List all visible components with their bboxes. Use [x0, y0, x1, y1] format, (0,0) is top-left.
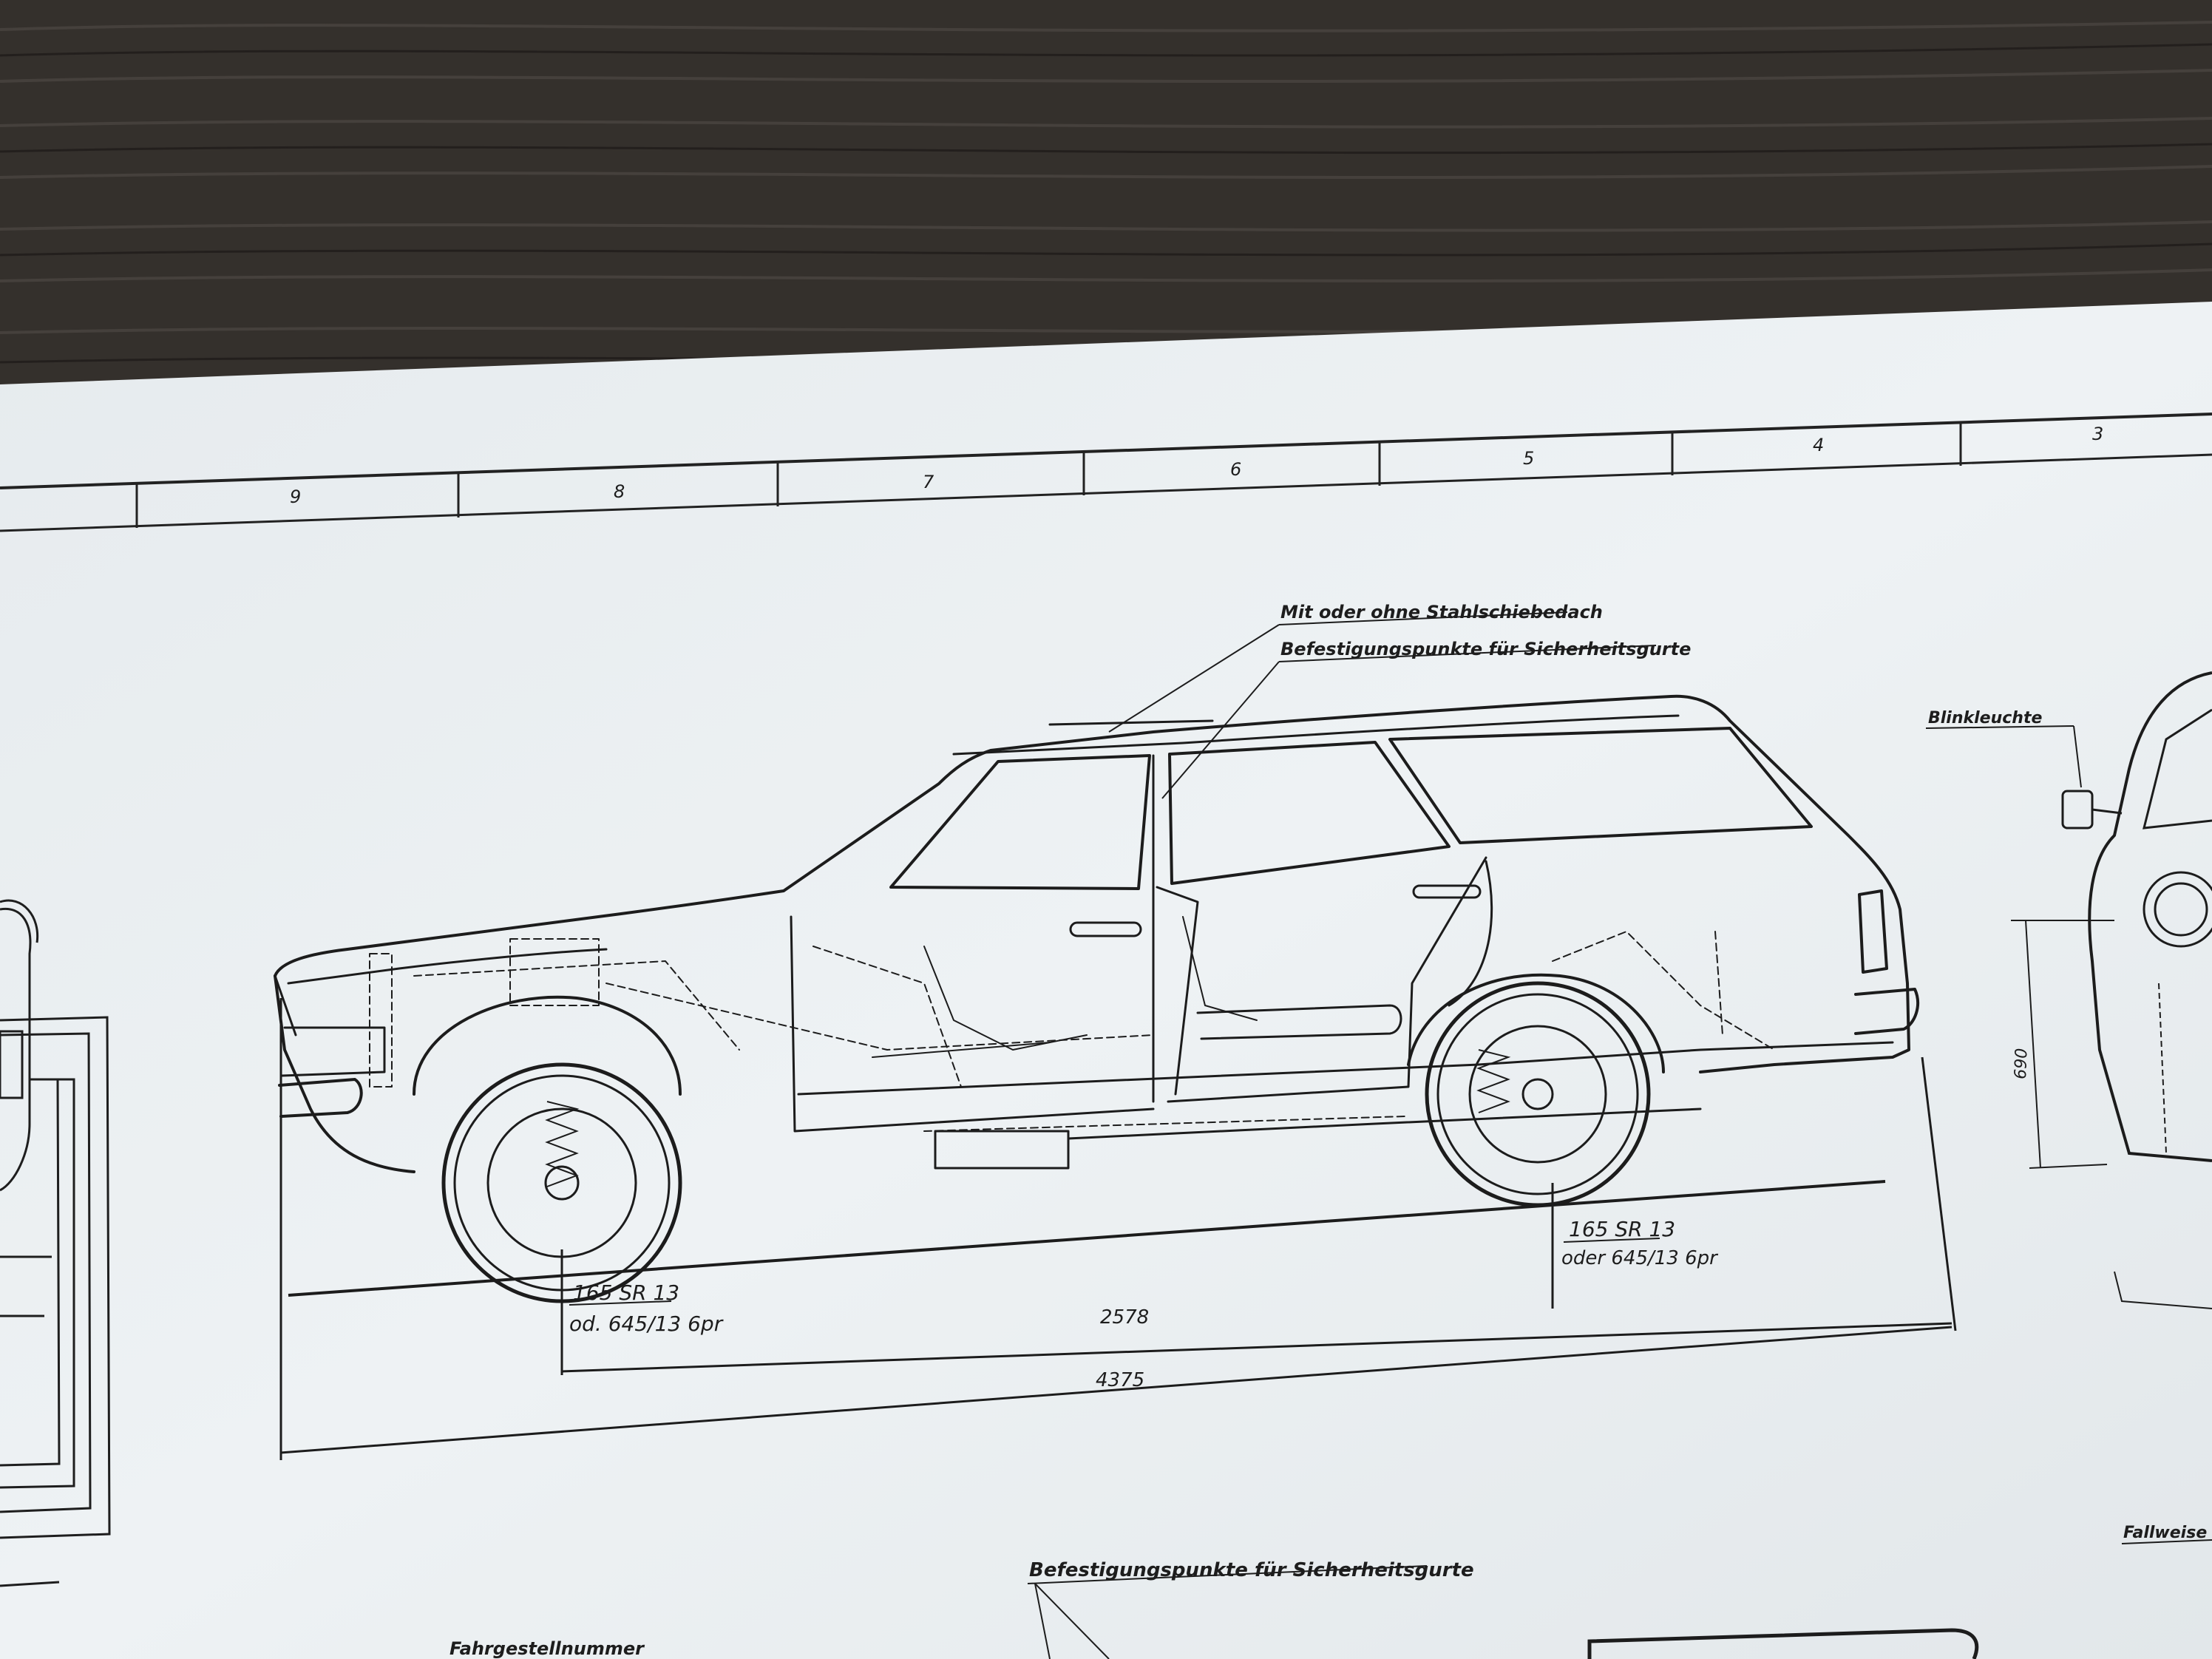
grid-number-9: 9 — [290, 486, 301, 507]
grid-number-4: 4 — [1813, 435, 1824, 455]
overall-length-dimension: 4375 — [1096, 1369, 1144, 1391]
grid-number-3: 3 — [2092, 424, 2103, 444]
grid-numbers: 9 8 7 6 5 4 3 — [290, 424, 2103, 507]
front-view-height-dimension: 690 — [2012, 1048, 2031, 1079]
grid-strip — [0, 413, 2212, 532]
belt-points-bottom-text: Befestigungspunkte für Sicherheitsgurte — [1029, 1559, 1474, 1581]
dimension-lines — [279, 998, 1957, 1460]
chassis-number-label: Fahrgestellnummer — [449, 1638, 645, 1659]
grid-number-6: 6 — [1230, 459, 1241, 480]
front-tire-label: 165 SR 13 od. 645/13 6pr — [569, 1280, 724, 1336]
sunroof-callout: Mit oder ohne Stahlschiebedach — [1108, 602, 1603, 733]
rear-tire-label: 165 SR 13 oder 645/13 6pr — [1561, 1217, 1719, 1269]
car-side-view — [274, 694, 1919, 1173]
bottom-car-outline — [1587, 1628, 1979, 1659]
grid-number-7: 7 — [923, 472, 934, 492]
ground-line — [288, 1180, 1886, 1297]
blinker-callout: Blinkleuchte — [1925, 709, 2082, 788]
partly-callout: Fallweise — [2121, 1524, 2212, 1544]
partly-callout-text: Fallweise — [2123, 1524, 2207, 1542]
rear-tire-alt: oder 645/13 6pr — [1561, 1247, 1719, 1269]
left-partial-view — [0, 899, 111, 1587]
sunroof-callout-text: Mit oder ohne Stahlschiebedach — [1280, 602, 1603, 622]
grid-number-8: 8 — [614, 481, 625, 502]
blinker-callout-text: Blinkleuchte — [1928, 709, 2042, 727]
belt-points-callout-text: Befestigungspunkte für Sicherheitsgurte — [1280, 639, 1691, 659]
front-tire-alt: od. 645/13 6pr — [569, 1312, 724, 1336]
paper-sheet — [0, 302, 2212, 1659]
belt-points-callout: Befestigungspunkte für Sicherheitsgurte — [1161, 639, 1691, 799]
belt-points-bottom-callout: Befestigungspunkte für Sicherheitsgurte — [1027, 1559, 1474, 1659]
wheelbase-dimension: 2578 — [1100, 1306, 1149, 1329]
right-front-view — [2011, 671, 2212, 1309]
grid-number-5: 5 — [1523, 448, 1534, 469]
rear-tire-size: 165 SR 13 — [1569, 1217, 1675, 1241]
